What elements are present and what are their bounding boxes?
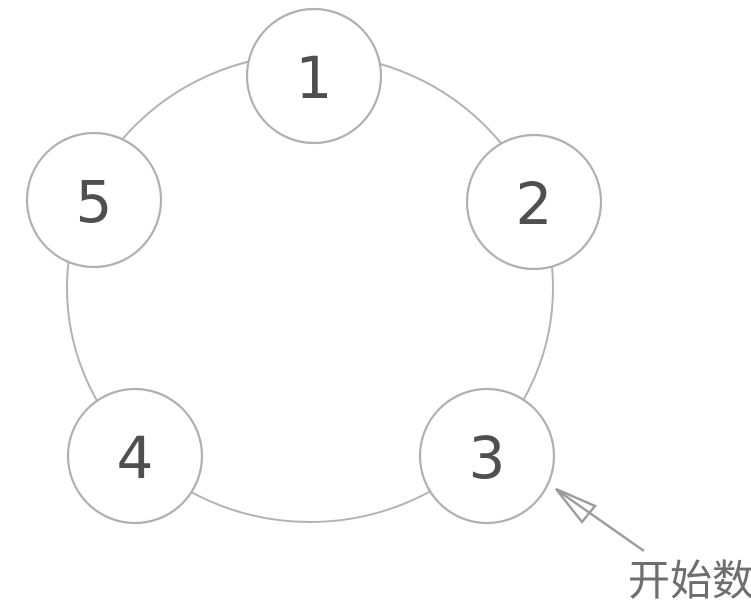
start-annotation: 开始数: [555, 487, 751, 603]
node-1: 1: [245, 7, 383, 145]
node-5-circle: [25, 131, 163, 269]
node-1-circle: [245, 7, 383, 145]
node-5-label: 5: [76, 168, 113, 236]
node-4: 4: [66, 387, 204, 525]
node-3-label: 3: [469, 424, 506, 492]
node-4-label: 4: [117, 424, 154, 492]
node-4-circle: [66, 387, 204, 525]
node-2-label: 2: [516, 170, 553, 238]
arrow-shaft: [556, 489, 645, 552]
node-2-circle: [465, 133, 603, 271]
node-1-label: 1: [296, 44, 333, 112]
node-3: 3: [418, 387, 556, 525]
start-label: 开始数: [628, 556, 751, 603]
node-3-circle: [418, 387, 556, 525]
node-5: 5: [25, 131, 163, 269]
node-2: 2: [465, 133, 603, 271]
